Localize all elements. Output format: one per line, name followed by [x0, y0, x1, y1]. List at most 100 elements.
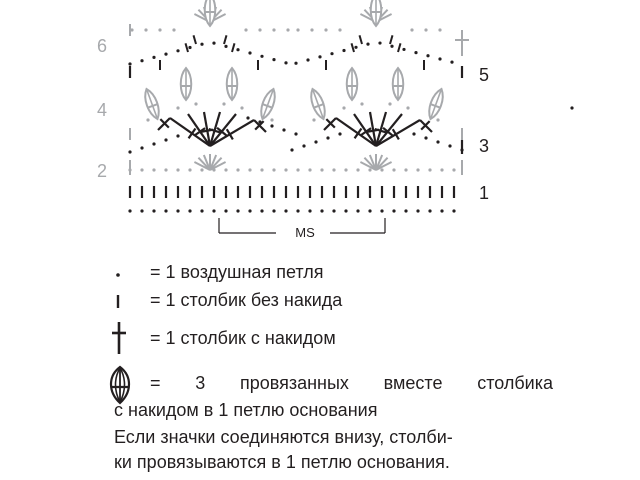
chain-dot — [366, 42, 370, 46]
sc-stitch — [397, 43, 402, 53]
cluster-grey — [369, 0, 383, 28]
chain-dot — [200, 42, 204, 46]
chain-dot — [320, 209, 324, 213]
chain-dot — [188, 45, 192, 50]
chain-dot — [248, 51, 252, 55]
chain-dot — [270, 124, 274, 128]
chain-dot-grey — [404, 168, 408, 172]
chain-dot — [392, 209, 396, 213]
chain-dot — [282, 128, 286, 132]
chain-dot — [176, 49, 180, 53]
chain-dot-grey — [338, 28, 342, 32]
chain-dot — [390, 44, 394, 48]
chain-dot-grey — [284, 168, 288, 172]
chain-dot — [302, 144, 306, 148]
legend-item-cluster-word: 3 — [195, 373, 206, 393]
chain-dot — [128, 150, 132, 154]
fan-stitch-grey — [375, 161, 393, 171]
dc-stitch-bar — [360, 127, 372, 136]
chain-dot — [140, 59, 144, 63]
row-number-1: 1 — [479, 183, 490, 203]
chain-dot — [176, 134, 180, 138]
chain-dot-grey — [244, 28, 248, 32]
fan-stitch-grey — [202, 154, 211, 171]
dc-stitch-bar — [391, 128, 400, 141]
chain-dot-grey — [272, 28, 276, 32]
row-number-5: 5 — [479, 65, 490, 85]
chain-dot-grey — [152, 168, 156, 172]
chain-dot-grey — [440, 168, 444, 172]
chain-dot — [140, 146, 144, 150]
chain-dot-grey — [240, 106, 244, 110]
chain-dot — [438, 57, 442, 61]
chain-dot — [344, 209, 348, 213]
chain-dot-grey — [146, 118, 150, 122]
sc-stitch — [389, 35, 394, 45]
dc-stitch — [375, 113, 403, 147]
chain-dot — [140, 209, 144, 213]
chain-dot — [152, 209, 156, 213]
dc-stitch-bar — [216, 126, 228, 137]
legend-item-cluster-word: столбика — [477, 373, 553, 393]
chain-dot — [330, 52, 334, 56]
chain-dot-grey — [248, 168, 252, 172]
chain-dot-grey — [410, 28, 414, 32]
row-number-4: 4 — [97, 100, 108, 120]
chain-dot — [260, 209, 264, 213]
chain-dot — [332, 209, 336, 213]
crochet-chart: 6 4 2 5 3 1 MS — [97, 0, 574, 240]
chain-dot-grey — [392, 168, 396, 172]
chain-dot-grey — [158, 28, 162, 32]
chain-dot — [338, 132, 342, 136]
chain-dot — [452, 209, 456, 213]
chain-dot — [356, 209, 360, 213]
chain-dot — [296, 209, 300, 213]
cluster-grey — [391, 66, 405, 102]
dc-stitch — [202, 111, 212, 147]
dc-stitch-bar — [159, 118, 170, 129]
legend-item-cluster-continuation: с накидом в 1 петлю основания — [114, 400, 378, 420]
chain-dot-grey — [224, 168, 228, 172]
double-crochet-icon — [112, 322, 126, 354]
chain-dot — [246, 116, 250, 120]
chain-dot-grey — [452, 168, 456, 172]
chain-dot-grey — [194, 102, 198, 106]
dc-stitch — [368, 111, 378, 147]
chain-dot — [236, 48, 240, 52]
dc-stitch — [209, 119, 255, 147]
chain-dot-grey — [324, 28, 328, 32]
dc-stitch — [375, 119, 421, 147]
chain-dot-grey — [310, 28, 314, 32]
sc-stitch — [223, 35, 228, 45]
chain-dot — [378, 41, 382, 45]
chain-dot — [326, 136, 330, 140]
chain-dot — [436, 140, 440, 144]
chain-dot-grey — [188, 168, 192, 172]
chain-dot — [224, 44, 228, 49]
dc-stitch — [169, 117, 211, 147]
chain-dot — [212, 209, 216, 213]
chain-dot-grey — [200, 168, 204, 172]
sc-stitch — [192, 35, 197, 45]
single-crochet-icon — [116, 295, 120, 308]
chain-dot — [306, 58, 310, 62]
chain-dot-grey — [176, 168, 180, 172]
chain-stitch-dot-icon — [116, 273, 120, 277]
chain-dot — [200, 209, 204, 213]
legend-note-line: Если значки соединяются внизу, столби- — [114, 427, 453, 447]
chain-dot — [416, 209, 420, 213]
repeat-label: MS — [295, 225, 315, 240]
dc-stitch — [208, 111, 222, 147]
crochet-chart-svg — [128, 0, 574, 234]
chain-dot — [448, 144, 452, 148]
chain-dot-grey — [312, 118, 316, 122]
chain-dot — [128, 62, 132, 66]
chain-dot — [284, 209, 288, 213]
cluster-3dc-icon — [109, 365, 131, 405]
chain-dot-grey — [164, 168, 168, 172]
cluster-grey — [260, 87, 276, 121]
chain-dot-grey — [140, 168, 144, 172]
chain-dot — [414, 51, 418, 55]
chain-dot — [272, 209, 276, 213]
chain-dot-grey — [342, 106, 346, 110]
